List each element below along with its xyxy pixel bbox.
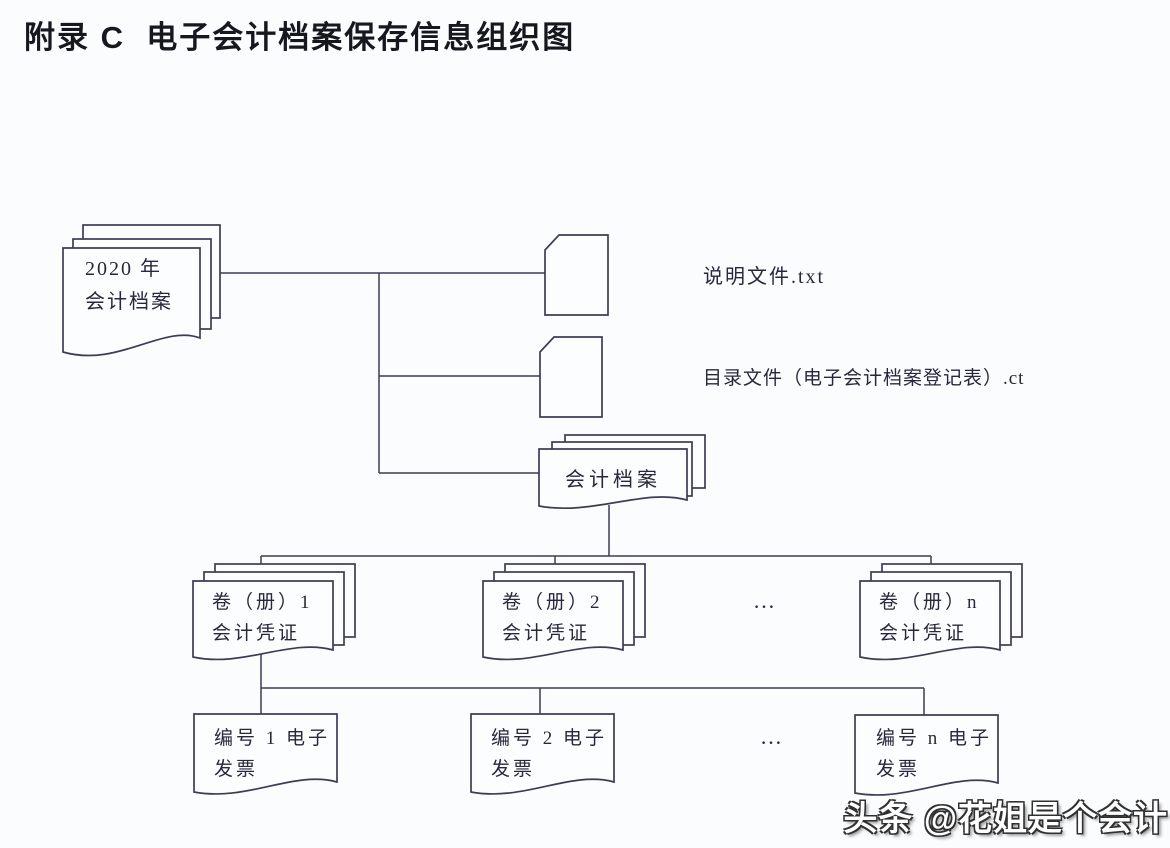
catalog-file-label: 目录文件（电子会计档案登记表）.ct [703, 368, 1025, 389]
invoice-1-doc-shape [193, 713, 338, 795]
archive-stack-shape [538, 434, 706, 510]
invoice-2-label: 编号 2 电子 发票 [491, 723, 607, 785]
invoices-ellipsis: … [760, 724, 784, 749]
volume-n-label-line2: 会计凭证 [879, 623, 968, 644]
invoice-2-label-line1: 编号 2 电子 [491, 728, 608, 749]
connector-lines [220, 272, 932, 716]
watermark: 头条 @花姐是个会计 [843, 800, 1168, 838]
invoice-n-label: 编号 n 电子 发票 [876, 723, 992, 785]
invoice-2-doc-shape [470, 713, 615, 795]
root-stack-front-sheet [62, 247, 201, 357]
root-stack-label-line2: 会计档案 [85, 291, 173, 313]
root-stack-label-line1: 2020 年 [85, 258, 162, 280]
archive-stack-front-sheet [538, 448, 688, 510]
volume-n-label: 卷（册）n 会计凭证 [879, 587, 980, 649]
volume-1-label-line1: 卷（册）1 [212, 592, 313, 613]
volume-1-label-line2: 会计凭证 [212, 623, 301, 644]
page-title: 附录 C 电子会计档案保存信息组织图 [24, 20, 576, 55]
root-stack-label: 2020 年 会计档案 [85, 253, 173, 319]
invoice-n-label-line2: 发票 [876, 759, 921, 780]
catalog-file-icon [539, 336, 603, 418]
volume-n-stack-shape [859, 563, 1023, 661]
volume-1-stack-shape [192, 563, 356, 661]
volumes-ellipsis: … [753, 588, 777, 613]
volume-2-stack-shape [482, 563, 646, 661]
volume-2-label: 卷（册）2 会计凭证 [502, 587, 603, 649]
invoice-1-label: 编号 1 电子 发票 [214, 723, 330, 785]
invoice-2-label-line2: 发票 [491, 759, 536, 780]
readme-file-icon [544, 234, 609, 316]
volume-n-front-sheet [859, 580, 1001, 661]
invoice-n-label-line1: 编号 n 电子 [876, 728, 993, 749]
invoice-n-doc-shape [854, 714, 999, 796]
invoice-1-label-line2: 发票 [214, 759, 259, 780]
volume-2-front-sheet [482, 580, 624, 661]
root-archive-stack-shape [62, 224, 221, 357]
volume-1-label: 卷（册）1 会计凭证 [212, 587, 313, 649]
readme-file-label: 说明文件.txt [703, 266, 826, 288]
volume-n-label-line1: 卷（册）n [879, 592, 980, 613]
volume-2-label-line1: 卷（册）2 [502, 592, 603, 613]
volume-1-front-sheet [192, 580, 334, 661]
volume-2-label-line2: 会计凭证 [502, 623, 591, 644]
archive-stack-label: 会计档案 [565, 469, 661, 491]
invoice-1-label-line1: 编号 1 电子 [214, 728, 331, 749]
